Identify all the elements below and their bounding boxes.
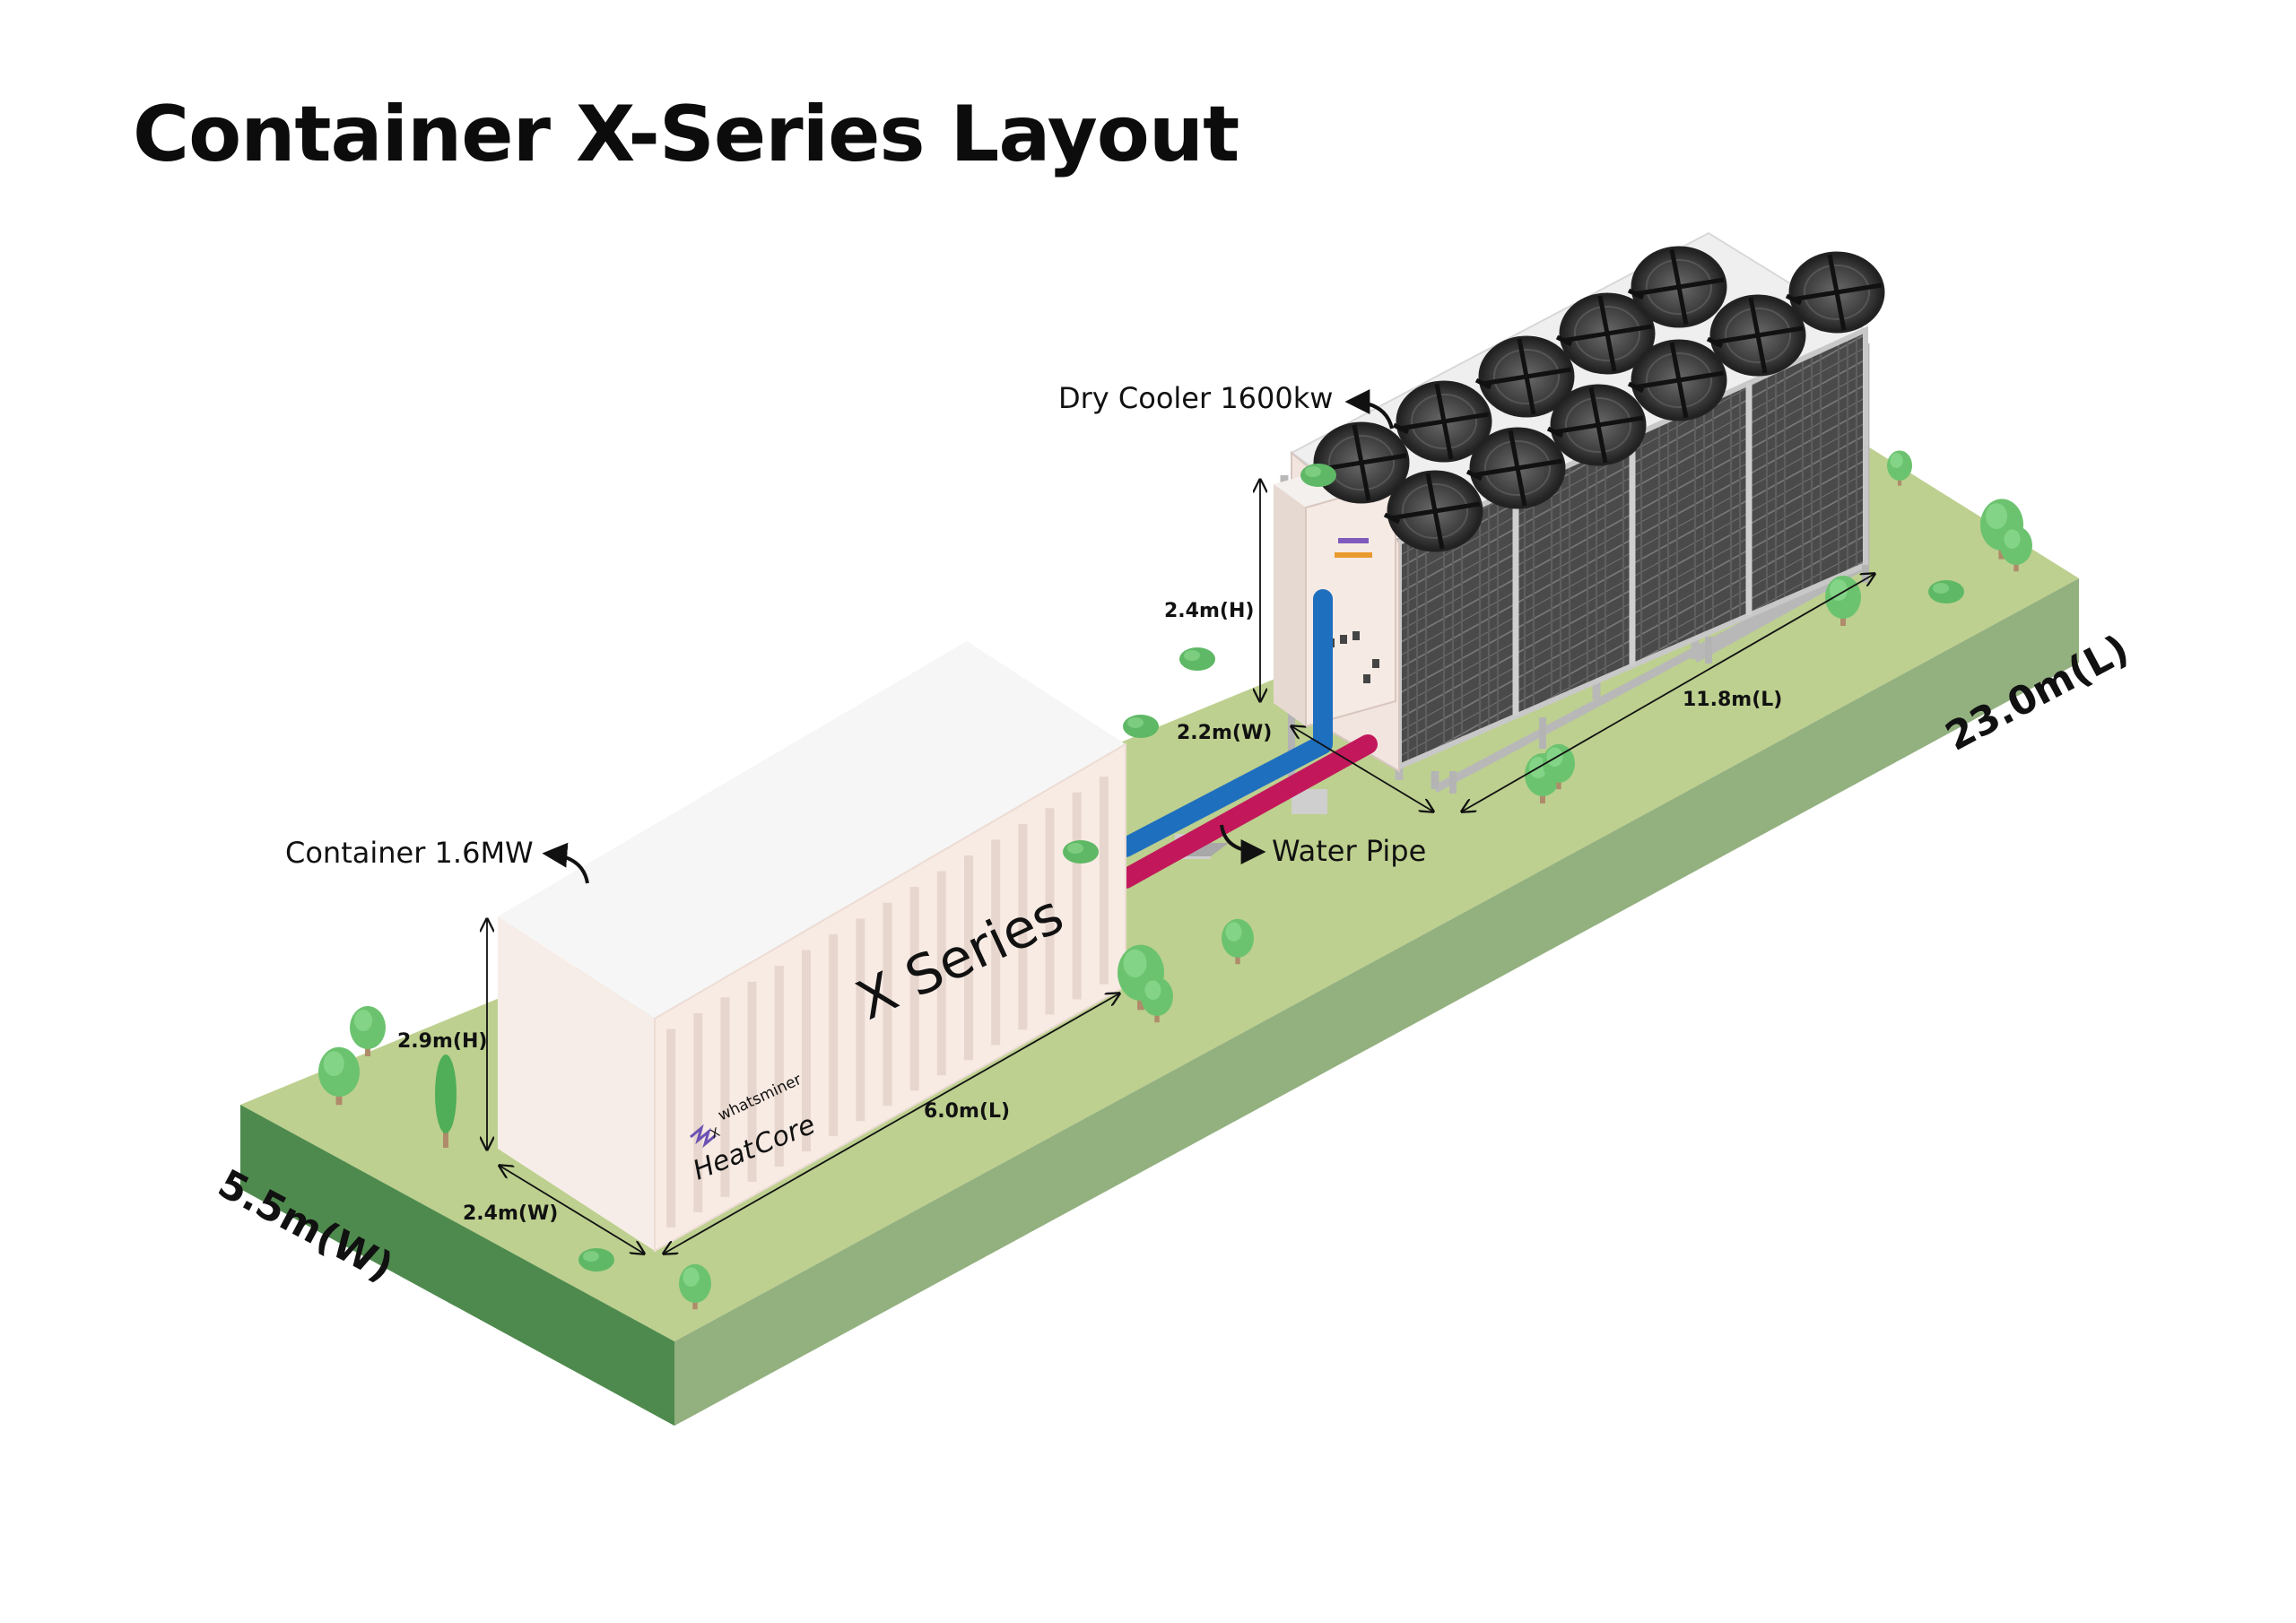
tree-icon: [679, 1263, 711, 1310]
bush-icon: [1179, 647, 1215, 671]
dry-cooler-label: Dry Cooler 1600kw: [1058, 381, 1333, 415]
cooler-fans: [1309, 246, 1885, 552]
bush-icon: [1123, 715, 1159, 738]
container-width-label: 2.4m(W): [463, 1202, 558, 1225]
fan-icon: [1546, 384, 1647, 466]
tree-icon: [1141, 976, 1173, 1023]
container-length-line: [664, 994, 1119, 1254]
cabinet-logo-top: [1338, 538, 1369, 543]
cooler-width-line: [1292, 726, 1433, 812]
fan-icon: [1555, 292, 1656, 375]
cooler-length-line: [1462, 574, 1874, 812]
tree-icon: [2000, 525, 2032, 572]
platform-front-face: [240, 1105, 674, 1426]
dry-cooler: [1274, 231, 1885, 794]
fan-icon: [1465, 427, 1566, 509]
bush-icon: [1300, 464, 1336, 487]
fan-icon: [1309, 421, 1410, 504]
conifer-tree-icon: [435, 1055, 457, 1148]
fan-icon: [1785, 251, 1885, 334]
fan-icon: [1627, 339, 1727, 421]
container-height-label: 2.9m(H): [397, 1030, 487, 1053]
bush-icon: [1928, 580, 1964, 603]
dry-cooler-arrow: [1344, 389, 1394, 430]
tree-icon: [350, 1006, 386, 1056]
bush-icon: [578, 1248, 614, 1271]
container-width-line: [500, 1166, 644, 1254]
fan-icon: [1383, 470, 1483, 552]
dimension-lines: [487, 480, 1874, 1254]
container-label: Container 1.6MW: [285, 836, 534, 870]
cooler-height-label: 2.4m(H): [1164, 600, 1254, 622]
fan-icon: [1392, 380, 1492, 463]
tree-icon: [1887, 450, 1912, 486]
cabinet-logo-bottom: [1335, 552, 1372, 558]
container-arrow: [542, 842, 589, 884]
water-pipe-arrow: [1220, 824, 1266, 864]
tree-icon: [318, 1046, 360, 1106]
tree-icon: [1222, 918, 1254, 965]
fan-icon: [1627, 246, 1727, 328]
fan-icon: [1706, 294, 1806, 377]
container-length-label: 6.0m(L): [924, 1100, 1010, 1123]
cooler-length-label: 11.8m(L): [1683, 689, 1782, 711]
fan-icon: [1474, 335, 1575, 418]
container-top: [498, 641, 1126, 1019]
bush-icon: [1063, 840, 1099, 864]
diagram-title: Container X-Series Layout: [133, 90, 1239, 179]
cooler-width-label: 2.2m(W): [1177, 722, 1272, 744]
water-pipe-label: Water Pipe: [1272, 834, 1426, 868]
